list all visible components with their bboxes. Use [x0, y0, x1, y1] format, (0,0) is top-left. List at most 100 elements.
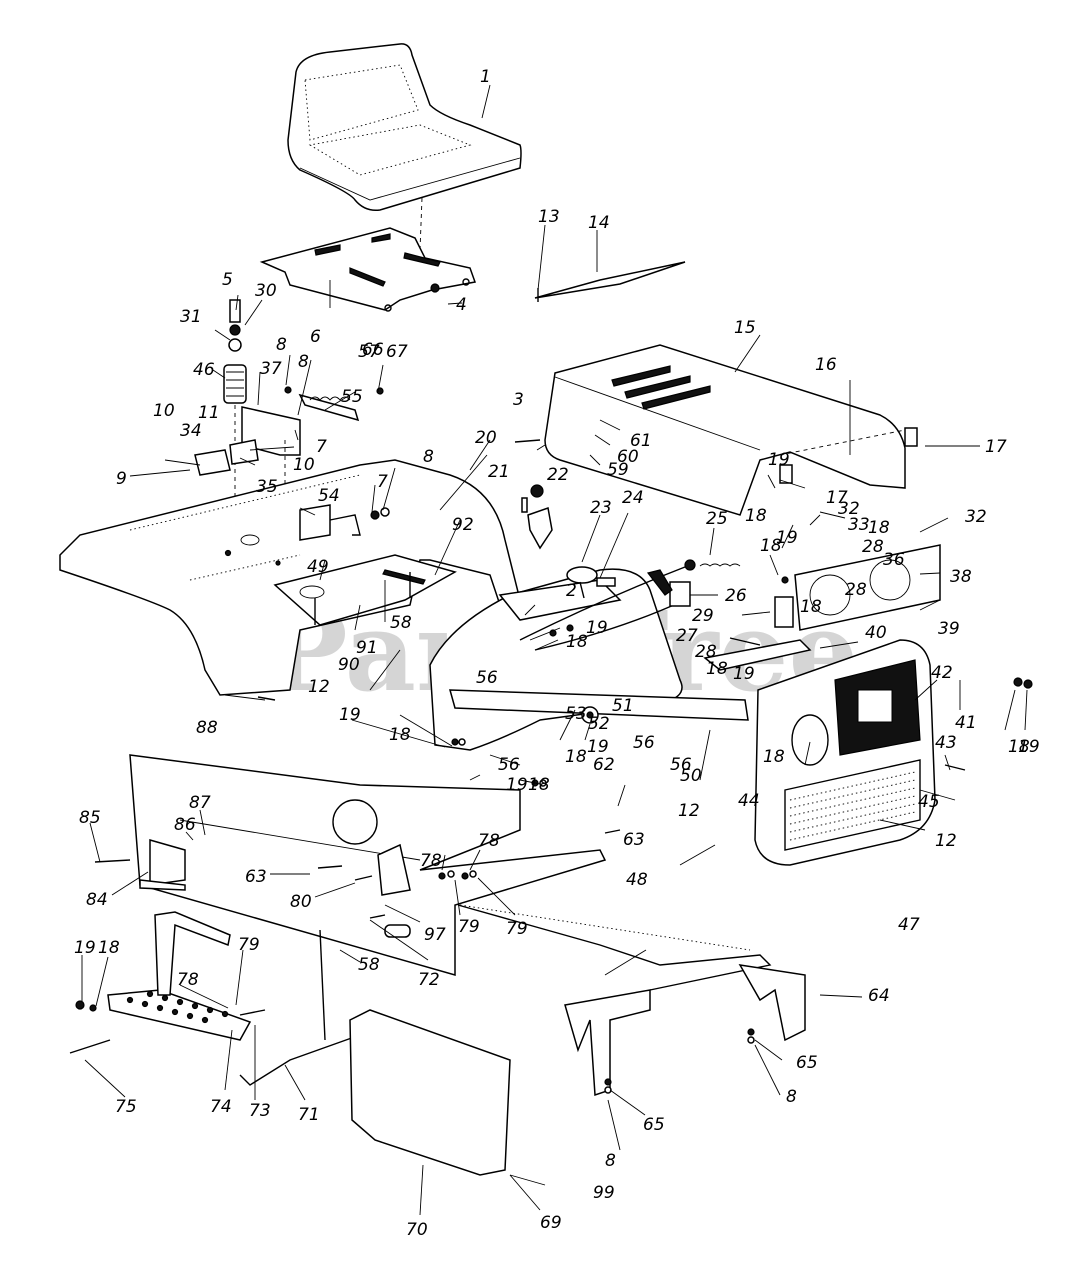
hood-trim[interactable] — [534, 261, 686, 299]
lift-bracket[interactable] — [299, 504, 390, 541]
callout-25[interactable]: 25 — [706, 509, 728, 529]
callout-52[interactable]: 52 — [588, 714, 610, 734]
callout-16[interactable]: 16 — [815, 355, 837, 375]
callout-79a[interactable]: 79 — [458, 917, 480, 937]
callout-19f[interactable]: 19 — [339, 705, 361, 725]
callout-79b[interactable]: 79 — [506, 919, 528, 939]
callout-10b[interactable]: 10 — [293, 455, 315, 475]
callout-17a[interactable]: 17 — [985, 437, 1007, 457]
callout-56b[interactable]: 56 — [633, 733, 655, 753]
fender-body[interactable] — [59, 459, 521, 696]
callout-56a[interactable]: 56 — [476, 668, 498, 688]
callout-61[interactable]: 61 — [630, 431, 652, 451]
callout-31[interactable]: 31 — [180, 307, 202, 327]
callout-22[interactable]: 22 — [547, 465, 569, 485]
callout-18f[interactable]: 18 — [706, 659, 728, 679]
callout-29[interactable]: 29 — [692, 606, 714, 626]
spring-assembly[interactable] — [223, 299, 247, 555]
callout-18e[interactable]: 18 — [566, 632, 588, 652]
callout-20[interactable]: 20 — [475, 428, 497, 448]
callout-18k[interactable]: 18 — [528, 775, 550, 795]
callout-19c[interactable]: 19 — [586, 618, 608, 638]
step-shroud[interactable] — [349, 1009, 511, 1176]
callout-92[interactable]: 92 — [452, 515, 474, 535]
callout-63a[interactable]: 63 — [245, 867, 267, 887]
callout-88[interactable]: 88 — [196, 718, 218, 738]
callout-74[interactable]: 74 — [210, 1097, 232, 1117]
callout-18b[interactable]: 18 — [868, 518, 890, 538]
callout-75[interactable]: 75 — [115, 1097, 137, 1117]
callout-8a[interactable]: 8 — [276, 335, 287, 355]
callout-32b[interactable]: 32 — [965, 507, 987, 527]
grille-housing[interactable] — [754, 639, 936, 866]
callout-23[interactable]: 23 — [590, 498, 612, 518]
callout-70[interactable]: 70 — [406, 1220, 428, 1240]
callout-12b[interactable]: 12 — [678, 801, 700, 821]
callout-18h[interactable]: 18 — [1008, 737, 1030, 757]
callout-72[interactable]: 72 — [418, 970, 440, 990]
callout-3[interactable]: 3 — [513, 390, 524, 410]
callout-64[interactable]: 64 — [868, 986, 890, 1006]
callout-2[interactable]: 2 — [566, 581, 577, 601]
callout-28c[interactable]: 28 — [695, 642, 717, 662]
callout-56d[interactable]: 56 — [498, 755, 520, 775]
callout-13[interactable]: 13 — [538, 207, 560, 227]
callout-17b[interactable]: 17 — [826, 488, 848, 508]
callout-71[interactable]: 71 — [298, 1105, 320, 1125]
callout-7b[interactable]: 7 — [377, 472, 388, 492]
callout-35[interactable]: 35 — [256, 477, 278, 497]
callout-78a[interactable]: 78 — [420, 851, 442, 871]
callout-8b[interactable]: 8 — [298, 352, 309, 372]
callout-97[interactable]: 97 — [424, 925, 446, 945]
hood-hinge[interactable] — [779, 427, 918, 484]
callout-58a[interactable]: 58 — [390, 613, 412, 633]
callout-28b[interactable]: 28 — [845, 580, 867, 600]
throttle-control[interactable] — [521, 484, 553, 550]
callout-32a[interactable]: 32 — [838, 499, 860, 519]
callout-9[interactable]: 9 — [116, 469, 127, 489]
callout-62[interactable]: 62 — [593, 755, 615, 775]
callout-78b[interactable]: 78 — [478, 831, 500, 851]
callout-19h[interactable]: 19 — [506, 775, 528, 795]
callout-86[interactable]: 86 — [174, 815, 196, 835]
hitch-bracket[interactable] — [139, 839, 186, 891]
callout-87[interactable]: 87 — [189, 793, 211, 813]
callout-19a[interactable]: 19 — [768, 450, 790, 470]
callout-60[interactable]: 60 — [617, 447, 639, 467]
callout-48[interactable]: 48 — [626, 870, 648, 890]
footrest[interactable] — [107, 911, 361, 1086]
callout-39[interactable]: 39 — [938, 619, 960, 639]
callout-40[interactable]: 40 — [865, 623, 887, 643]
callout-14[interactable]: 14 — [588, 213, 610, 233]
callout-10a[interactable]: 10 — [153, 401, 175, 421]
axle-bracket[interactable] — [564, 964, 806, 1097]
callout-46[interactable]: 46 — [193, 360, 215, 380]
callout-12a[interactable]: 12 — [308, 677, 330, 697]
callout-91[interactable]: 91 — [356, 638, 378, 658]
callout-67[interactable]: 67 — [386, 342, 408, 362]
callout-18g[interactable]: 18 — [763, 747, 785, 767]
callout-33[interactable]: 33 — [848, 515, 870, 535]
callout-73[interactable]: 73 — [249, 1101, 271, 1121]
callout-19i[interactable]: 19 — [74, 938, 96, 958]
callout-19b[interactable]: 19 — [776, 528, 798, 548]
callout-19g[interactable]: 19 — [587, 737, 609, 757]
callout-18a[interactable]: 18 — [745, 506, 767, 526]
callout-5[interactable]: 5 — [222, 270, 233, 290]
callout-99[interactable]: 99 — [593, 1183, 615, 1203]
callout-21[interactable]: 21 — [488, 462, 510, 482]
callout-54[interactable]: 54 — [318, 486, 340, 506]
callout-18i[interactable]: 18 — [389, 725, 411, 745]
callout-11[interactable]: 11 — [198, 403, 220, 423]
callout-57[interactable]: 57 — [358, 342, 380, 362]
callout-79c[interactable]: 79 — [238, 935, 260, 955]
crossmember[interactable] — [449, 689, 749, 724]
callout-51[interactable]: 51 — [612, 696, 634, 716]
callout-42[interactable]: 42 — [931, 663, 953, 683]
callout-36[interactable]: 36 — [883, 550, 905, 570]
callout-90[interactable]: 90 — [338, 655, 360, 675]
callout-24[interactable]: 24 — [622, 488, 644, 508]
callout-26[interactable]: 26 — [725, 586, 747, 606]
callout-56c[interactable]: 56 — [670, 755, 692, 775]
callout-41[interactable]: 41 — [955, 713, 977, 733]
